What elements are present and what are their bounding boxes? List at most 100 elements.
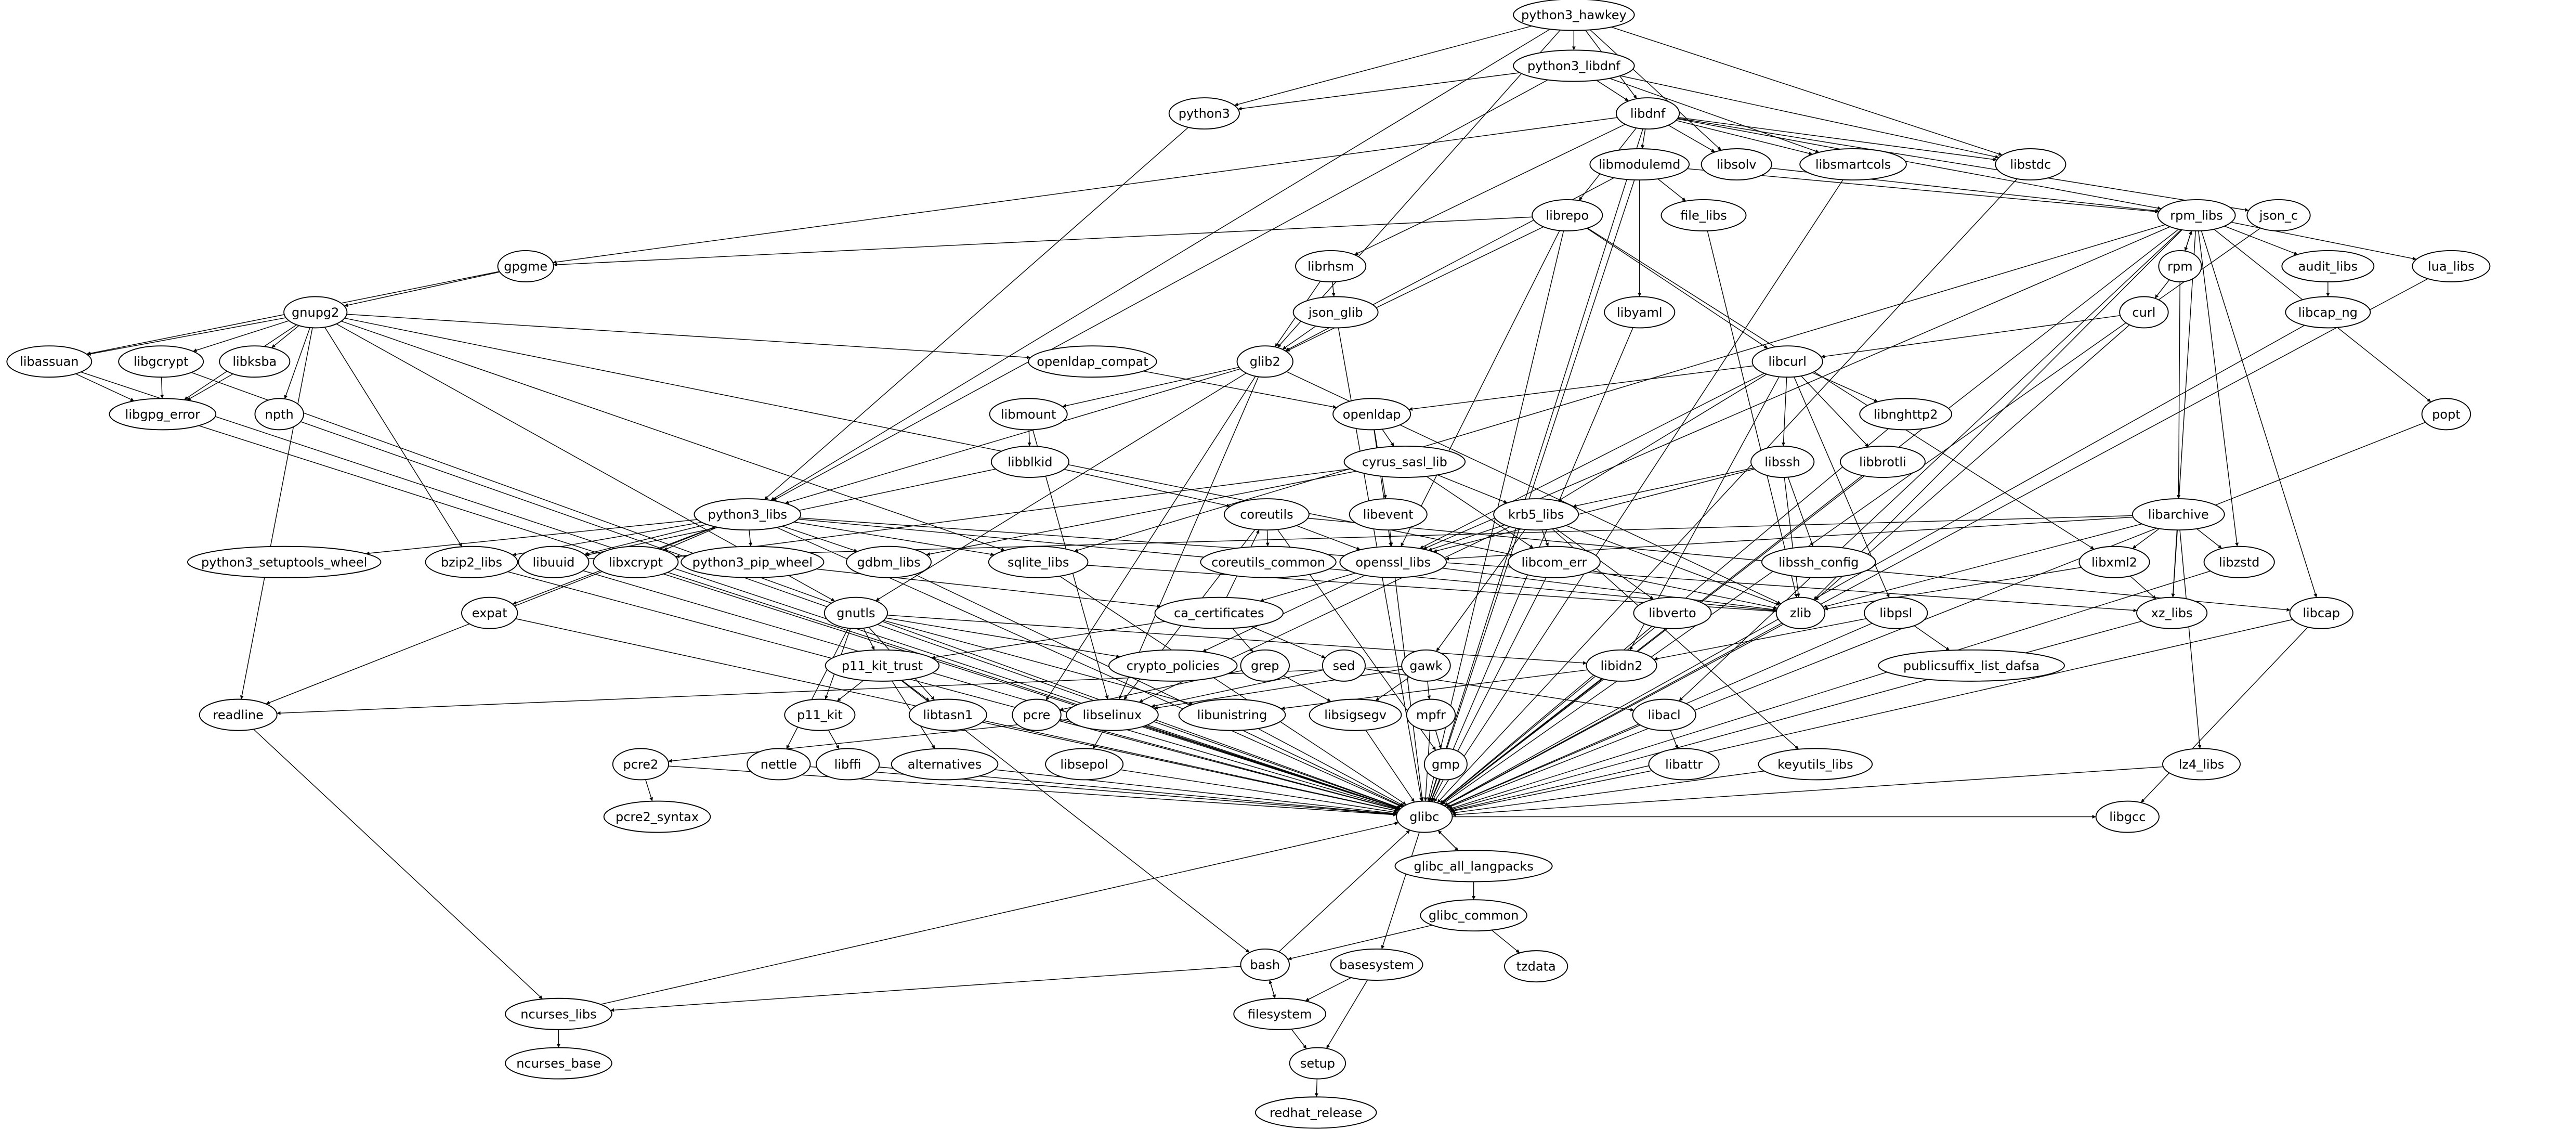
node-python3-libdnf: python3_libdnf [1513, 49, 1635, 82]
edge-libtasn1-to-glibc [982, 722, 1398, 812]
edge-libssh-to-zlib [1784, 477, 1800, 598]
node-label: file_libs [1680, 209, 1727, 223]
node-libxml2: libxml2 [2078, 546, 2150, 578]
node-ellipse [825, 649, 940, 682]
node-basesystem: basesystem [1330, 949, 1423, 981]
edge-python3_hawkey-to-libsolv [1590, 29, 1722, 151]
edge-gpgme-to-gnupg2 [344, 271, 500, 307]
edge-libzstd-to-glibc [1448, 570, 2211, 810]
edge-libselinux-to-libsepol [1092, 730, 1104, 749]
node-ellipse [1028, 345, 1157, 378]
node-label: libksba [232, 355, 277, 369]
node-librepo: librepo [1532, 199, 1603, 231]
node-ellipse [1420, 899, 1527, 932]
node-libmodulemd: libmodulemd [1589, 148, 1690, 180]
node-setup: setup [1289, 1047, 1346, 1080]
node-label: libevent [1363, 508, 1414, 522]
node-libsmartcols: libsmartcols [1799, 148, 1907, 180]
node-libselinux: libselinux [1065, 698, 1159, 731]
node-rpm: rpm [2158, 250, 2202, 282]
node-sqlite-libs: sqlite_libs [988, 546, 1089, 578]
node-label: grep [1251, 658, 1279, 673]
edge-openssl_libs-to-zlib [1442, 567, 1777, 612]
node-ncurses-base: ncurses_base [505, 1047, 612, 1080]
edge-krb5_libs-to-gawk [1436, 529, 1526, 652]
node-label: curl [2132, 305, 2155, 320]
node-ellipse [199, 698, 278, 731]
node-ellipse [1236, 345, 1293, 378]
edge-libassuan-to-glibc [81, 371, 1401, 810]
node-ellipse [1401, 649, 1451, 682]
edge-gnupg2-to-bzip2_libs [324, 327, 463, 547]
node-ellipse [1799, 148, 1907, 180]
node-ellipse [1660, 199, 1747, 231]
edge-libarchive-to-lz4_libs [2179, 530, 2202, 749]
node-ncurses-libs: ncurses_libs [505, 997, 612, 1030]
node-ellipse [109, 398, 217, 431]
node-label: libsolv [1717, 158, 1757, 172]
edge-mpfr-to-gmp [1435, 730, 1442, 749]
node-mpfr: mpfr [1406, 698, 1456, 731]
node-python3-pip-wheel: python3_pip_wheel [681, 546, 825, 578]
edge-xz_libs-to-glibc [1449, 620, 2142, 811]
edge-libmodulemd-to-glibc [1429, 179, 1635, 802]
node-label: basesystem [1339, 958, 1414, 972]
edge-gnutls-to-libidn2 [887, 615, 1587, 665]
node-ellipse [1761, 546, 1876, 578]
node-label: libxml2 [2091, 555, 2137, 569]
node-label: p11_kit [797, 708, 843, 722]
node-libevent: libevent [1349, 498, 1428, 531]
node-ellipse [1493, 498, 1579, 531]
node-label: coreutils_common [1211, 555, 1325, 569]
node-ellipse [2246, 199, 2311, 231]
node-label: coreutils [1240, 508, 1293, 522]
node-label: libstdc [2010, 158, 2051, 172]
node-libgcrypt: libgcrypt [118, 345, 204, 378]
edge-p11_kit_trust-to-libtasn1 [901, 680, 930, 702]
node-ellipse [1343, 446, 1466, 478]
node-bash: bash [1240, 949, 1290, 981]
node-label: gawk [1409, 658, 1443, 673]
edge-pcre-to-glibc [1059, 720, 1400, 811]
node-openssl-libs: openssl_libs [1339, 546, 1447, 578]
edge-cyrus_sasl_lib-to-libcom_err [1426, 476, 1534, 549]
edge-libbrotli-to-glibc [1440, 475, 1865, 804]
node-ellipse [1589, 148, 1690, 180]
edge-cyrus_sasl_lib-to-krb5_libs [1437, 474, 1508, 503]
node-label: p11_kit_trust [842, 658, 923, 673]
edge-librhsm-to-json_glib [1331, 281, 1336, 297]
node-label: xz_libs [2151, 606, 2193, 620]
edge-sed-to-libselinux [1151, 669, 1324, 708]
node-ellipse [908, 698, 987, 731]
node-ellipse [603, 800, 711, 833]
edge-libassuan-to-libgpg_error [75, 373, 135, 401]
edge-libpsl-to-publicsuffix_list_dafsa [1914, 625, 1950, 651]
edge-rpm-to-curl [2154, 279, 2170, 299]
edge-gnupg2-to-sqlite_libs [341, 320, 1005, 551]
node-bzip2-libs: bzip2_libs [425, 546, 518, 578]
edge-json_c-to-glibc [1441, 227, 2261, 805]
node-label: libsmartcols [1815, 158, 1891, 172]
edge-p11_kit_trust-to-p11_kit [836, 680, 864, 702]
node-librhsm: librhsm [1295, 250, 1367, 282]
edge-p11_kit-to-libffi [828, 730, 840, 749]
node-libstdc: libstdc [1995, 148, 2067, 180]
node-ellipse [2136, 596, 2208, 629]
edge-libpsl-to-libidn2 [1653, 618, 1867, 661]
node-ellipse [6, 345, 93, 378]
node-ellipse [1349, 498, 1428, 531]
node-label: glib2 [1250, 355, 1280, 369]
node-label: readline [213, 708, 264, 722]
node-libattr: libattr [1648, 748, 1720, 781]
node-ellipse [1045, 748, 1124, 781]
edge-rpm-to-rpm_libs [2185, 230, 2192, 251]
node-gpgme: gpgme [497, 250, 554, 282]
edge-libmodulemd-to-rpm_libs [1687, 168, 2159, 214]
node-glibc-common: glibc_common [1420, 899, 1527, 932]
node-glibc-all-langpacks: glibc_all_langpacks [1394, 850, 1553, 883]
node-ellipse [1751, 345, 1823, 378]
node-label: zlib [1790, 606, 1811, 620]
node-label: glibc_common [1429, 909, 1519, 923]
edge-libdnf-to-libsmartcols [1676, 120, 1813, 155]
edge-gnupg2-to-npth [284, 327, 310, 399]
